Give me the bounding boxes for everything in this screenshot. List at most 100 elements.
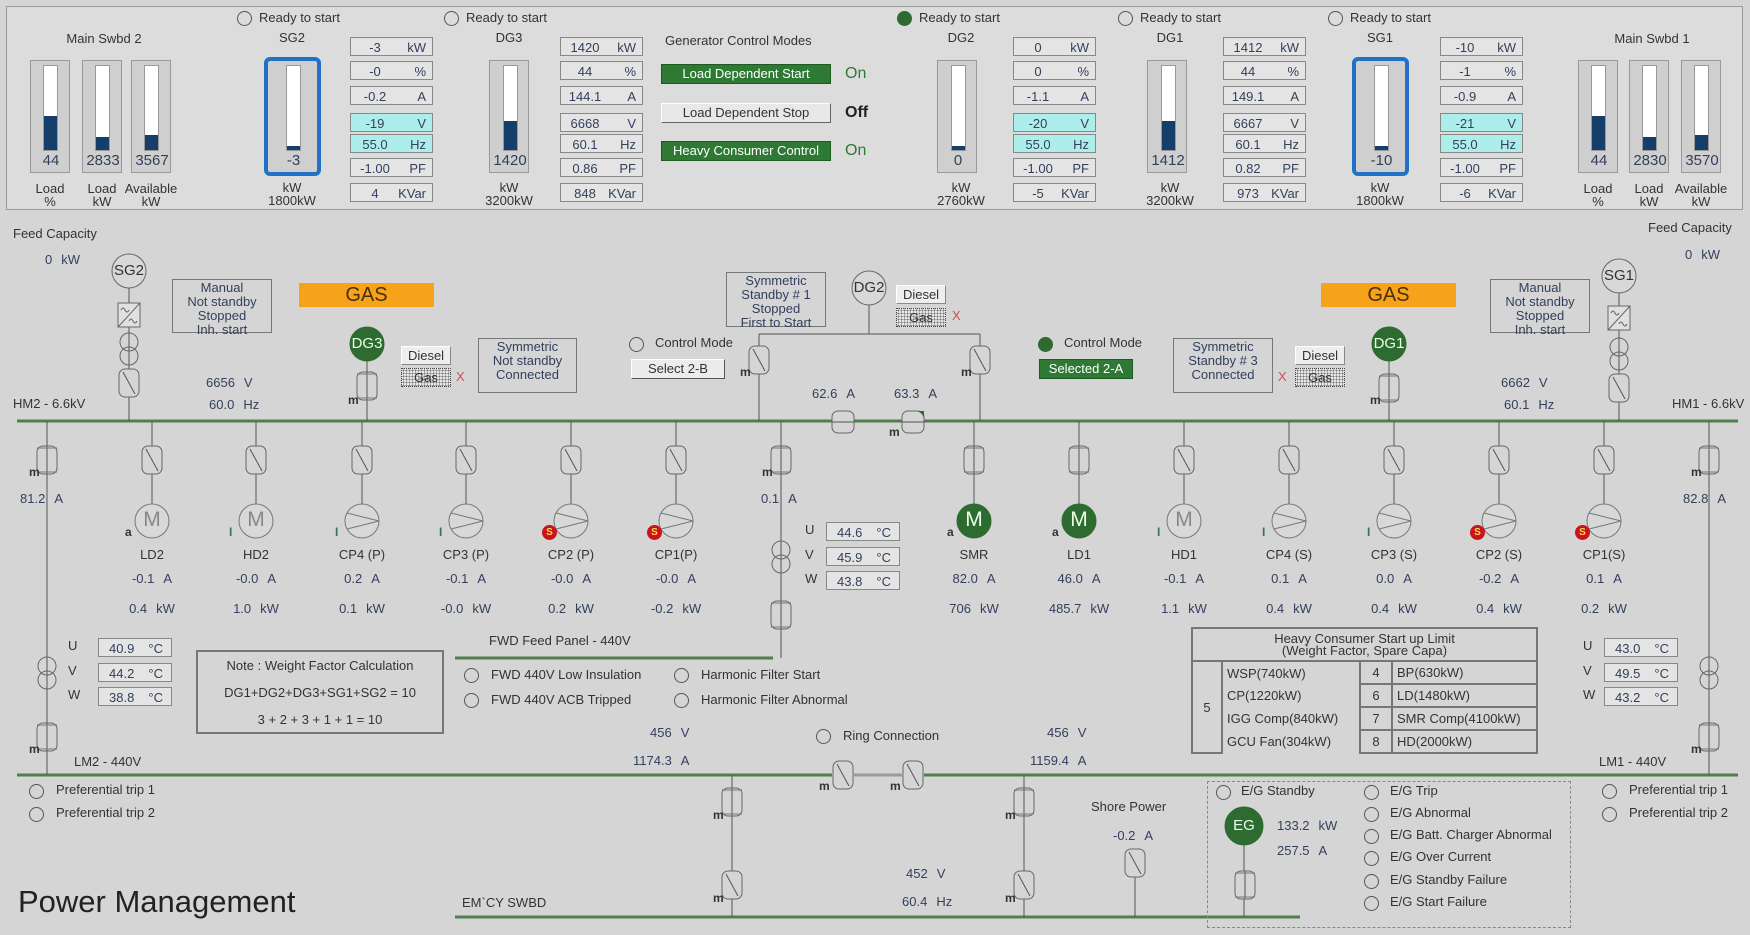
diesel-button-dg2[interactable]: Diesel — [896, 285, 946, 304]
lm1_feeder-upper-breaker[interactable] — [1698, 445, 1720, 475]
consumer-hd1-breaker[interactable] — [1173, 445, 1195, 475]
fwd-upper-breaker[interactable] — [770, 445, 792, 475]
emergency-lower-breaker[interactable] — [721, 870, 743, 900]
bar-label-unit: % — [1592, 194, 1604, 209]
preferential-trip-left-indicator[interactable] — [29, 807, 44, 822]
dg1-generator-symbol-label: DG1 — [1373, 335, 1405, 352]
generator-load-bar-sg2[interactable]: -3 — [264, 57, 321, 176]
consumer-cp4-p-breaker[interactable] — [351, 445, 373, 475]
ready-to-start-indicator-dg2[interactable] — [897, 11, 912, 26]
preferential-trip-left-indicator[interactable] — [29, 784, 44, 799]
consumer-cp4-s-breaker[interactable] — [1278, 445, 1300, 475]
emergency-lower-breaker[interactable] — [1013, 870, 1035, 900]
status-line: Not standby — [1505, 294, 1575, 309]
reading-value: 0.86 — [572, 161, 598, 176]
gas-button-dg1[interactable]: Gas — [1295, 368, 1345, 387]
bus-tie-breaker-1[interactable] — [831, 410, 855, 434]
dg2-breaker-left[interactable] — [748, 345, 770, 375]
control-mode-button[interactable]: Heavy Consumer Control — [661, 141, 831, 161]
dg2-breaker-right[interactable] — [969, 345, 991, 375]
selected-2a-button[interactable]: Selected 2-A — [1039, 359, 1133, 379]
ready-to-start-label: Ready to start — [466, 10, 547, 25]
temp-value: 44.2 — [109, 666, 135, 681]
consumer-hd2-breaker[interactable] — [245, 445, 267, 475]
control-mode-left-indicator[interactable] — [629, 337, 644, 352]
control-mode-state: Off — [845, 104, 869, 121]
eg-alarm-indicator[interactable] — [1364, 851, 1379, 866]
fwd-alarm-indicator[interactable] — [464, 693, 479, 708]
select-2b-button[interactable]: Select 2-B — [631, 359, 725, 379]
eg-alarm-indicator[interactable] — [1364, 874, 1379, 889]
eg-alarm-indicator[interactable] — [1364, 829, 1379, 844]
ready-to-start-indicator-dg1[interactable] — [1118, 11, 1133, 26]
bus-tie-breaker-2[interactable] — [901, 410, 925, 434]
temp-unit: °C — [876, 525, 891, 540]
bar-fill — [1161, 120, 1175, 150]
shore-power-breaker[interactable] — [1124, 848, 1146, 878]
consumer-cp2-p-breaker[interactable] — [560, 445, 582, 475]
gas-button-dg2[interactable]: Gas — [896, 308, 946, 327]
fwd-bus-label: FWD Feed Panel - 440V — [489, 633, 631, 648]
ready-to-start-indicator-sg1[interactable] — [1328, 11, 1343, 26]
diesel-button-dg1[interactable]: Diesel — [1295, 346, 1345, 365]
fwd-alarm-indicator[interactable] — [674, 668, 689, 683]
lm-tie-breaker-1[interactable] — [832, 760, 854, 790]
consumer-current-unit: A — [1298, 571, 1307, 586]
preferential-trip-right-indicator[interactable] — [1602, 807, 1617, 822]
lm1_feeder-lower-breaker[interactable] — [1698, 722, 1720, 752]
ready-to-start-indicator-dg3[interactable] — [444, 11, 459, 26]
diesel-button-dg3[interactable]: Diesel — [401, 346, 451, 365]
generator-load-bar-dg2[interactable]: 0 — [937, 60, 977, 173]
lm1-feeder-current-unit: A — [1717, 491, 1726, 506]
eg-standby-indicator[interactable] — [1216, 785, 1231, 800]
generator-load-bar-dg1[interactable]: 1412 — [1147, 60, 1187, 173]
status-line: Symmetric — [1192, 339, 1254, 354]
fwd-lower-breaker[interactable] — [770, 600, 792, 630]
consumer-ld1-breaker[interactable] — [1068, 445, 1090, 475]
control-mode-button[interactable]: Load Dependent Start — [661, 64, 831, 84]
consumer-cp1-s-breaker[interactable] — [1593, 445, 1615, 475]
consumer-current-value: 82.0 — [952, 571, 978, 586]
lm2_feeder-upper-breaker[interactable] — [36, 445, 58, 475]
consumer-power-value: 1.1 — [1161, 601, 1180, 616]
dg3-breaker[interactable] — [356, 371, 378, 401]
lm-tie-breaker-2[interactable] — [902, 760, 924, 790]
fwd-alarm-indicator[interactable] — [674, 693, 689, 708]
consumer-ld2-breaker[interactable] — [141, 445, 163, 475]
consumer-cp2-s-breaker[interactable] — [1488, 445, 1510, 475]
bar-value: 0 — [953, 152, 963, 169]
consumer-name: CP2 (P) — [547, 547, 595, 562]
generator-load-bar-sg1[interactable]: -10 — [1352, 57, 1409, 176]
consumer-cp3-s-breaker[interactable] — [1383, 445, 1405, 475]
standby-start-badge: S — [1575, 525, 1590, 540]
generator-load-bar-dg3[interactable]: 1420 — [489, 60, 529, 173]
gas-button-dg3[interactable]: Gas — [401, 368, 451, 387]
dg1-breaker[interactable] — [1378, 373, 1400, 403]
control-mode-button[interactable]: Load Dependent Stop — [661, 103, 831, 123]
ac-wave — [1618, 321, 1628, 327]
consumer-smr-breaker[interactable] — [963, 445, 985, 475]
fwd-alarm-indicator[interactable] — [464, 668, 479, 683]
emergency-upper-breaker[interactable] — [1013, 787, 1035, 817]
eg-alarm-indicator[interactable] — [1364, 807, 1379, 822]
eg-alarm-indicator[interactable] — [1364, 785, 1379, 800]
eg-breaker[interactable] — [1234, 870, 1256, 900]
preferential-trip-right-indicator[interactable] — [1602, 784, 1617, 799]
control-mode-right-indicator[interactable] — [1038, 337, 1053, 352]
sg2-breaker[interactable] — [118, 368, 140, 398]
consumer-cp3-p-breaker[interactable] — [455, 445, 477, 475]
consumer-mode-tag: I — [1262, 525, 1266, 539]
sg1-breaker[interactable] — [1608, 373, 1630, 403]
consumer-cp1-p-breaker[interactable] — [665, 445, 687, 475]
lm2_feeder-lower-breaker[interactable] — [36, 722, 58, 752]
ready-to-start-indicator-sg2[interactable] — [237, 11, 252, 26]
feed-capacity-right-unit: kW — [1701, 247, 1721, 262]
emergency-upper-breaker[interactable] — [721, 787, 743, 817]
reading-value: -20 — [1028, 116, 1048, 131]
fwd-transformer-icon — [771, 540, 791, 560]
ring-connection-indicator[interactable] — [816, 729, 831, 744]
reading-unit: PF — [1499, 161, 1516, 176]
eg-alarm-indicator[interactable] — [1364, 896, 1379, 911]
reading-value: 144.1 — [568, 89, 602, 104]
